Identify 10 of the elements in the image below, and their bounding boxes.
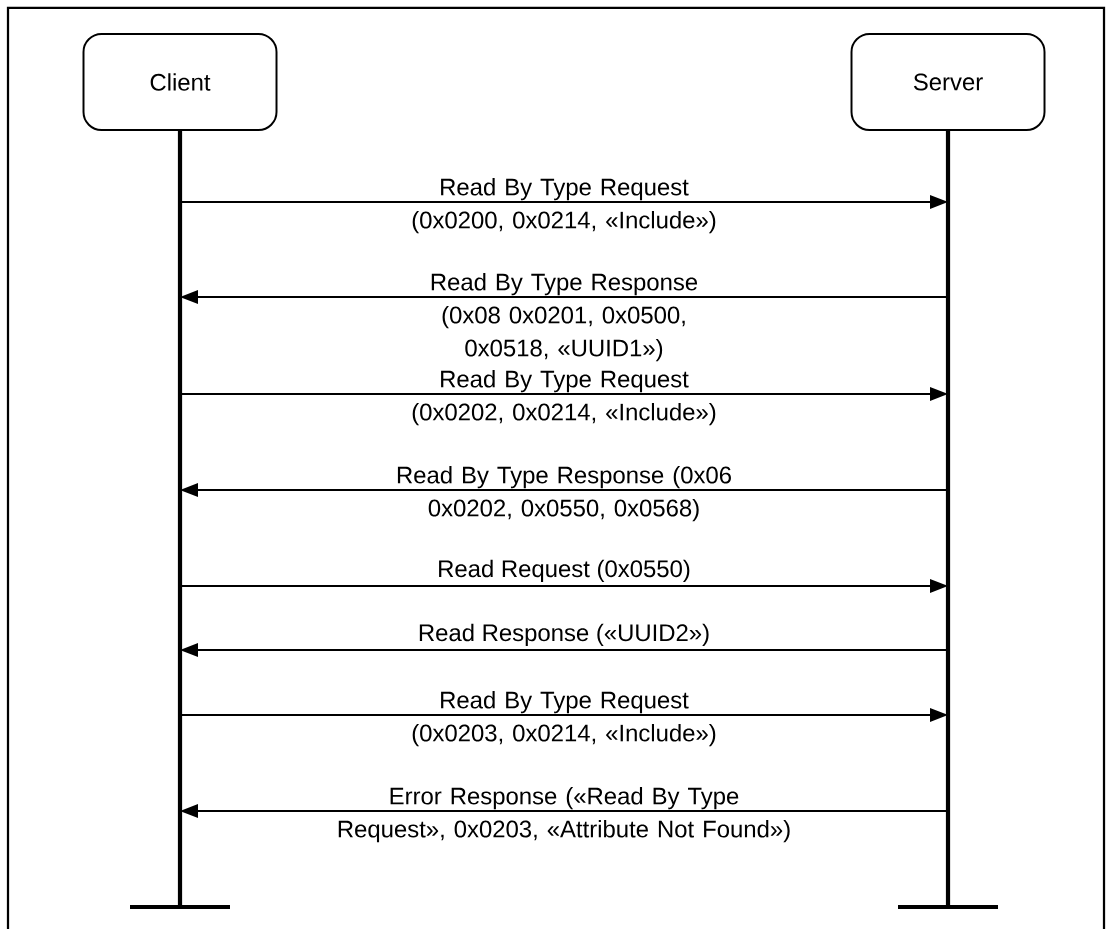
- message-label: Read By Type Request (0x0202, 0x0214, «Include»): [412, 370, 716, 426]
- participant-box: Server: [850, 33, 1046, 131]
- participant-box: Client: [82, 33, 278, 131]
- message-label: Read By Type Request (0x0200, 0x0214, «Include»): [412, 178, 716, 234]
- message-label: Error Response («Read By Type Request», 0x0203, «Attribute Not Found»): [338, 787, 790, 843]
- message-label: Read By Type Request (0x0203, 0x0214, «Include»): [412, 691, 716, 747]
- message-label: Read Response («UUID2»): [419, 623, 709, 646]
- message-label: Read By Type Response (0x06 0x0202, 0x0550, 0x0568): [397, 466, 731, 522]
- message-label: Read By Type Response (0x08 0x0201, 0x0500, 0x0518, «UUID1»): [431, 273, 698, 362]
- message-label: Read Request (0x0550): [439, 559, 690, 582]
